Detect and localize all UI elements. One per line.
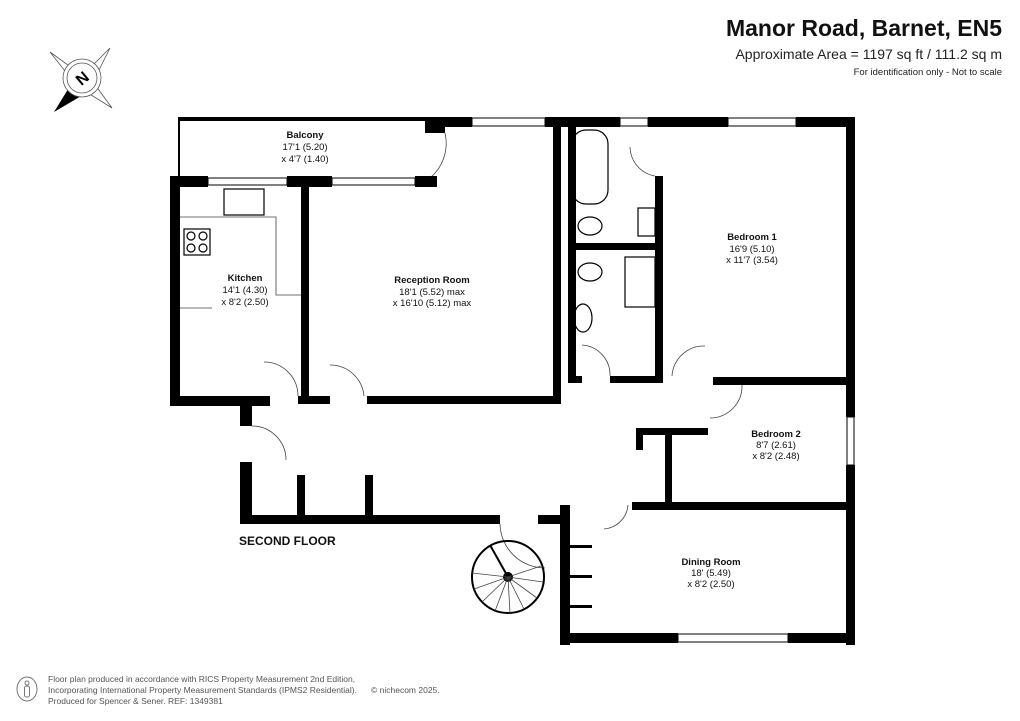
svg-text:x 4'7 (1.40): x 4'7 (1.40) bbox=[281, 154, 328, 165]
room-label-reception-room: Reception Room 18'1 (5.52) max x 16'10 (… bbox=[393, 275, 472, 309]
kitchen-fixtures bbox=[180, 188, 301, 309]
svg-text:x 8'2 (2.48): x 8'2 (2.48) bbox=[752, 451, 799, 462]
copyright: © nichecom 2025. bbox=[371, 685, 440, 695]
property-title: Manor Road, Barnet, EN5 bbox=[725, 15, 1002, 41]
sink-icon bbox=[223, 188, 265, 216]
footer-line-1: Floor plan produced in accordance with R… bbox=[48, 674, 356, 684]
footer-line-3: Produced for Spencer & Sener. REF: 13493… bbox=[48, 696, 223, 706]
svg-text:16'9 (5.10): 16'9 (5.10) bbox=[729, 244, 774, 255]
svg-text:17'1 (5.20): 17'1 (5.20) bbox=[282, 142, 327, 153]
svg-text:x 16'10 (5.12) max: x 16'10 (5.12) max bbox=[393, 298, 472, 309]
footer-line-2: Incorporating International Property Mea… bbox=[48, 685, 357, 695]
hob-icon bbox=[183, 228, 211, 256]
shower-icon bbox=[624, 256, 656, 308]
svg-text:18' (5.49): 18' (5.49) bbox=[691, 568, 731, 579]
svg-text:x 8'2 (2.50): x 8'2 (2.50) bbox=[221, 297, 268, 308]
footer-credits: Floor plan produced in accordance with R… bbox=[48, 674, 440, 707]
walls bbox=[170, 117, 855, 645]
bath-icon bbox=[571, 129, 609, 205]
title-block: Manor Road, Barnet, EN5 Approximate Area… bbox=[726, 14, 1002, 80]
svg-text:Bedroom 2: Bedroom 2 bbox=[751, 429, 801, 440]
svg-text:8'7 (2.61): 8'7 (2.61) bbox=[756, 440, 796, 451]
bathroom-fixtures bbox=[571, 129, 656, 333]
svg-text:x 11'7 (3.54): x 11'7 (3.54) bbox=[726, 255, 778, 266]
windows bbox=[207, 117, 855, 643]
person-info-icon bbox=[16, 676, 38, 702]
room-label-bedroom-2: Bedroom 2 8'7 (2.61) x 8'2 (2.48) bbox=[751, 429, 801, 462]
floor-label: SECOND FLOOR bbox=[239, 534, 336, 548]
spiral-staircase-icon bbox=[471, 540, 545, 614]
svg-text:Dining Room: Dining Room bbox=[681, 557, 740, 568]
approximate-area: Approximate Area = 1197 sq ft / 111.2 sq… bbox=[735, 46, 1002, 62]
svg-text:x 8'2 (2.50): x 8'2 (2.50) bbox=[687, 579, 734, 590]
svg-text:14'1 (4.30): 14'1 (4.30) bbox=[222, 285, 267, 296]
svg-text:Balcony: Balcony bbox=[287, 130, 325, 141]
toilet-icon bbox=[577, 216, 603, 236]
basin-icon bbox=[573, 303, 593, 333]
svg-text:Kitchen: Kitchen bbox=[228, 273, 263, 284]
basin-icon bbox=[637, 207, 656, 237]
north-compass-icon: N bbox=[49, 47, 113, 112]
room-label-balcony: Balcony 17'1 (5.20) x 4'7 (1.40) bbox=[281, 130, 328, 165]
scale-disclaimer: For identification only - Not to scale bbox=[853, 67, 1002, 78]
room-label-kitchen: Kitchen 14'1 (4.30) x 8'2 (2.50) bbox=[221, 273, 268, 308]
toilet-icon bbox=[577, 262, 603, 282]
svg-text:Reception Room: Reception Room bbox=[394, 275, 469, 286]
svg-text:18'1 (5.52) max: 18'1 (5.52) max bbox=[399, 287, 465, 298]
room-label-dining-room: Dining Room 18' (5.49) x 8'2 (2.50) bbox=[681, 557, 740, 590]
room-label-bedroom-1: Bedroom 1 16'9 (5.10) x 11'7 (3.54) bbox=[726, 232, 778, 266]
svg-text:Bedroom 1: Bedroom 1 bbox=[727, 232, 777, 243]
